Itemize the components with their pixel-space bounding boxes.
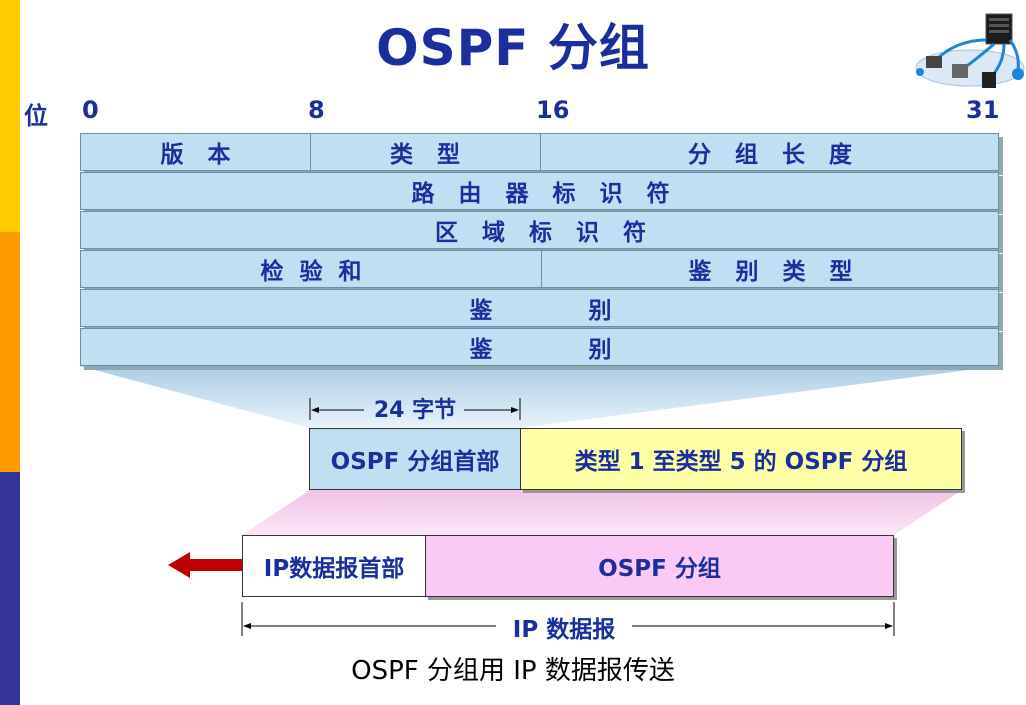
red-left-arrow-icon [168,552,242,578]
bit-tick-31: 31 [966,96,1000,124]
field-packet-length: 分 组 长 度 [687,142,853,168]
dimension-24-bytes-label: 24 字节 [373,398,457,423]
field-version: 版 本 [160,142,231,168]
ospf-packet-header: OSPF 分组首部 [309,428,521,490]
row-divider [540,134,541,170]
sidebar-blue [0,472,20,705]
figure-caption: OSPF 分组用 IP 数据报传送 [351,656,675,686]
dimension-ip-datagram-label: IP 数据报 [512,617,616,643]
sidebar-yellow [0,0,20,232]
header-row-6: 鉴 别 [80,328,999,366]
bit-tick-0: 0 [82,96,99,124]
field-checksum: 检 验 和 [260,259,362,285]
header-row-5: 鉴 别 [80,289,999,327]
network-diagram-icon [915,13,1025,88]
dimension-ip-datagram-line [241,602,895,636]
field-type: 类 型 [389,142,461,168]
field-router-id: 路 由 器 标 识 符 [411,181,670,207]
field-authentication-1: 鉴 别 [469,298,612,324]
row-divider [541,251,542,287]
sidebar-orange [0,232,20,472]
bit-tick-16: 16 [536,96,570,124]
header-row-3: 区 域 标 识 符 [80,211,999,249]
page-title: OSPF 分组 [376,19,650,77]
header-row-2: 路 由 器 标 识 符 [80,172,999,210]
field-authentication-2: 鉴 别 [469,337,612,363]
bit-axis-label: 位 [24,102,48,130]
header-row-4: 检 验 和 鉴 别 类 型 [80,250,999,288]
bit-tick-8: 8 [308,96,325,124]
ip-datagram-header: IP数据报首部 [242,535,426,597]
ospf-packet-body: 类型 1 至类型 5 的 OSPF 分组 [520,428,962,490]
dimension-24-bytes-line [309,398,521,420]
ip-datagram-body: OSPF 分组 [425,535,894,597]
field-auth-type: 鉴 别 类 型 [688,259,853,285]
field-area-id: 区 域 标 识 符 [434,220,647,246]
row-divider [310,134,311,170]
header-row-1: 版 本 类 型 分 组 长 度 [80,133,999,171]
